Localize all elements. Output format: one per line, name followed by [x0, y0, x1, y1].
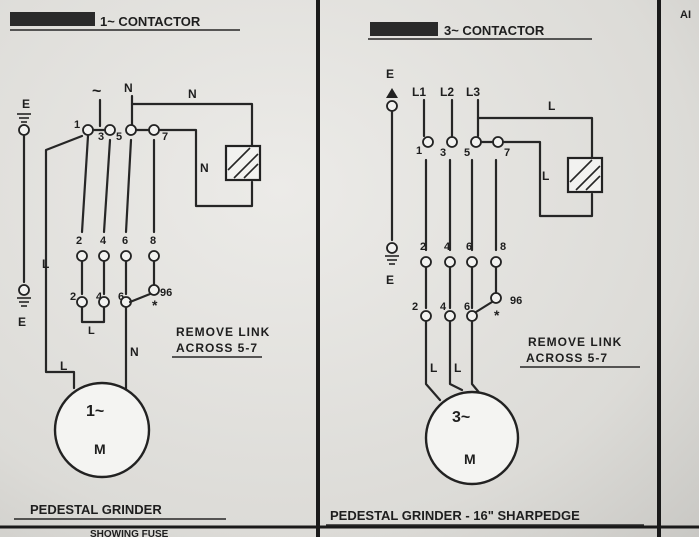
- right-note-line1: REMOVE LINK: [528, 335, 622, 349]
- right-overload-6: 6: [464, 301, 470, 313]
- left-contact-bottom-8: 8: [150, 235, 156, 247]
- left-overload-2: 2: [70, 291, 76, 303]
- right-earth-bottom-label: E: [386, 273, 394, 287]
- right-footer: PEDESTAL GRINDER - 16" SHARPEDGE: [330, 508, 580, 523]
- right-l3-to-coil: [476, 116, 594, 162]
- left-wire-l-motor: L: [60, 359, 67, 373]
- left-motor: [53, 381, 151, 479]
- right-contact-bottom-8: 8: [500, 241, 506, 253]
- left-coil-feed: [158, 128, 254, 208]
- right-title-redaction: [370, 22, 438, 36]
- left-contact-top-7: 7: [162, 131, 168, 143]
- svg-text:L: L: [42, 257, 49, 271]
- right-contact-top-5: 5: [464, 147, 470, 159]
- edge-fragment-text: AI: [680, 9, 691, 21]
- right-wire-l-motor2: L: [454, 361, 461, 375]
- left-title-redaction: [10, 12, 95, 26]
- left-earth-terminal-bottom: [18, 284, 30, 296]
- right-contact-top-1: 1: [416, 145, 422, 157]
- left-contact-bottom-2: 2: [76, 235, 82, 247]
- left-title: 1~ CONTACTOR: [100, 14, 201, 29]
- left-contact-bottom-6: 6: [122, 235, 128, 247]
- bottom-fragment-text: SHOWING FUSE: [90, 529, 169, 537]
- right-coil-feed: [501, 140, 594, 218]
- left-contact-bottom-4: 4: [100, 235, 107, 247]
- right-motor-symbol: 3~: [452, 409, 470, 426]
- right-motor-wire-2: [448, 320, 464, 392]
- right-motor: [424, 390, 520, 486]
- right-overload-2: 2: [412, 301, 418, 313]
- right-l1-label: L1: [412, 85, 426, 99]
- right-earth-terminal: [386, 100, 398, 112]
- right-motor-letter: M: [464, 451, 476, 467]
- left-note-line1: REMOVE LINK: [176, 325, 270, 339]
- left-overload-link: [80, 306, 106, 324]
- left-wire-n-motor: N: [130, 345, 139, 359]
- right-overload-4: 4: [440, 301, 447, 313]
- right-diagram: 3~ CONTACTOR E L1 L2 L3 E L 1 3 5 7: [326, 22, 644, 526]
- right-note-line2: ACROSS 5-7: [526, 351, 608, 365]
- left-note-line2: ACROSS 5-7: [176, 341, 258, 355]
- left-wire-l-link: L: [88, 325, 95, 337]
- right-l3-label: L3: [466, 85, 480, 99]
- right-wire-l-top: L: [548, 99, 555, 113]
- left-wire-n-coil: N: [200, 161, 209, 175]
- left-contact-top-5: 5: [116, 131, 122, 143]
- left-overload-4: 4: [96, 291, 103, 303]
- right-contact-top-3: 3: [440, 147, 446, 159]
- left-neutral-to-coil: [130, 102, 254, 152]
- left-footer: PEDESTAL GRINDER: [30, 502, 162, 517]
- right-title: 3~ CONTACTOR: [444, 23, 545, 38]
- right-wire-l-motor1: L: [430, 361, 437, 375]
- left-phase-label: ~: [92, 83, 101, 100]
- right-l2-label: L2: [440, 85, 454, 99]
- left-wire-n-top: N: [188, 87, 197, 101]
- right-overload-mark: *: [494, 307, 500, 323]
- left-overload-6: 6: [118, 291, 124, 303]
- right-motor-wire-3: [470, 320, 484, 398]
- left-pole-3: [124, 138, 133, 234]
- left-earth-label: E: [22, 97, 30, 111]
- left-motor-letter: M: [94, 441, 106, 457]
- left-overload-96: 96: [160, 287, 172, 299]
- left-contactor-coil: [224, 144, 262, 182]
- left-earth-terminal: [18, 124, 30, 136]
- right-contact-bottom-4: 4: [444, 241, 451, 253]
- right-overload-96: 96: [510, 295, 522, 307]
- left-overload-mark: *: [152, 297, 158, 313]
- left-motor-symbol: 1~: [86, 403, 104, 420]
- right-wire-l-coil: L: [542, 169, 549, 183]
- left-live-wire: [44, 134, 84, 390]
- right-earth-label: E: [386, 67, 394, 81]
- left-earth-bottom-label: E: [18, 315, 26, 329]
- right-earth-symbol: [386, 88, 398, 98]
- left-contact-top-3: 3: [98, 131, 104, 143]
- right-contactor-coil: [566, 156, 604, 194]
- left-pole-1: [80, 134, 90, 234]
- left-contact-top-1: 1: [74, 119, 80, 131]
- left-diagram: 1~ CONTACTOR E ~ N E N 1 3 5 7: [10, 12, 270, 520]
- right-motor-wire-1: [424, 320, 442, 402]
- left-pole-2: [102, 138, 112, 234]
- right-contact-bottom-6: 6: [466, 241, 472, 253]
- left-neutral-label: N: [124, 81, 133, 95]
- right-contact-bottom-2: 2: [420, 241, 426, 253]
- right-contact-top-7: 7: [504, 147, 510, 159]
